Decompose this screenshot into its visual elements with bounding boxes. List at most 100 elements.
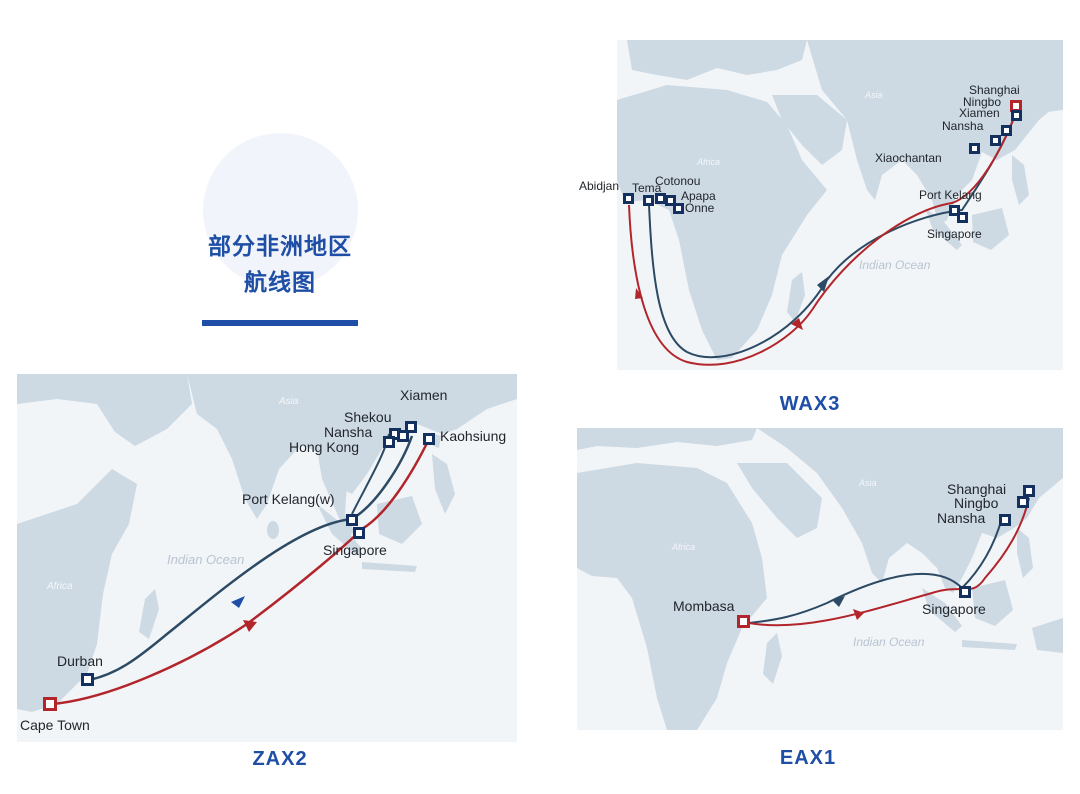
land-philippines bbox=[1012, 155, 1029, 205]
land-europe bbox=[577, 428, 757, 450]
region-label-asia: Asia bbox=[278, 396, 299, 407]
route-return bbox=[628, 109, 1018, 366]
land-japan bbox=[1042, 70, 1063, 112]
arrow-return-west bbox=[635, 288, 643, 299]
map-wax3: Asia Africa Indian Ocean Shanghai Ningbo… bbox=[577, 40, 1063, 380]
land-sumatra bbox=[922, 588, 962, 632]
port-mombasa-origin: Mombasa bbox=[673, 598, 750, 628]
svg-text:Nansha: Nansha bbox=[942, 119, 984, 133]
land-asia bbox=[757, 428, 1063, 593]
port-hong-kong: Hong Kong bbox=[289, 436, 395, 455]
svg-text:Nansha: Nansha bbox=[324, 424, 372, 440]
port-xiaochantan: Xiaochantan bbox=[875, 143, 980, 165]
svg-text:Singapore: Singapore bbox=[927, 227, 982, 241]
land-indochina bbox=[317, 449, 355, 536]
land-asia bbox=[807, 40, 1063, 225]
region-label-asia: Asia bbox=[864, 90, 883, 100]
title-underline bbox=[202, 320, 358, 326]
map-eax1: Asia Africa Indian Ocean Shanghai Ningbo… bbox=[577, 428, 1063, 730]
land-africa bbox=[577, 463, 767, 730]
arrow-outbound bbox=[231, 596, 245, 608]
svg-text:Cotonou: Cotonou bbox=[655, 174, 700, 188]
map-zax2-svg: Asia Africa Indian Ocean Xiamen Shekou N… bbox=[17, 374, 517, 742]
arrow-return bbox=[791, 318, 803, 330]
map-wax3-svg: Asia Africa Indian Ocean Shanghai Ningbo… bbox=[577, 40, 1063, 380]
port-nansha: Nansha bbox=[942, 119, 1001, 146]
region-label-ocean: Indian Ocean bbox=[167, 552, 244, 567]
land-arabia bbox=[737, 463, 822, 538]
land-asia bbox=[187, 374, 517, 519]
page-title-line2: 航线图 bbox=[244, 269, 316, 295]
svg-text:Apapa: Apapa bbox=[681, 189, 716, 203]
land-africa bbox=[17, 469, 137, 712]
land-borneo bbox=[972, 208, 1009, 250]
port-xiamen: Xiamen bbox=[959, 106, 1012, 136]
port-abidjan: Abidjan bbox=[579, 179, 634, 204]
route-outbound bbox=[88, 435, 414, 682]
map-zax2: Asia Africa Indian Ocean Xiamen Shekou N… bbox=[17, 374, 517, 742]
svg-text:Onne: Onne bbox=[685, 201, 715, 215]
region-label-africa: Africa bbox=[696, 157, 720, 167]
route-label-eax1: EAX1 bbox=[779, 747, 837, 769]
svg-text:Mombasa: Mombasa bbox=[673, 598, 735, 614]
page-title: 部分非洲地区 航线图 bbox=[180, 228, 380, 300]
port-singapore: Singapore bbox=[323, 527, 387, 558]
svg-text:Singapore: Singapore bbox=[922, 601, 986, 617]
land-arabia bbox=[772, 95, 847, 165]
land-sumatra bbox=[925, 208, 962, 250]
port-apapa: Apapa bbox=[665, 189, 716, 206]
port-ningbo: Ningbo bbox=[963, 95, 1022, 121]
svg-text:Nansha: Nansha bbox=[937, 510, 985, 526]
arrow-return bbox=[853, 609, 864, 620]
region-label-africa: Africa bbox=[671, 542, 695, 552]
land-madagascar bbox=[139, 589, 159, 639]
title-background-circle bbox=[203, 133, 358, 288]
route-label-wax3: WAX3 bbox=[779, 393, 841, 415]
port-singapore: Singapore bbox=[922, 586, 986, 617]
land-africa bbox=[617, 85, 827, 360]
route-label-zax2: ZAX2 bbox=[252, 748, 308, 770]
route-return bbox=[51, 438, 431, 706]
svg-text:Port Kelang: Port Kelang bbox=[919, 188, 982, 202]
svg-text:Cape Town: Cape Town bbox=[20, 717, 90, 733]
land-sumatra bbox=[317, 504, 362, 556]
port-singapore: Singapore bbox=[927, 212, 982, 241]
land-arabia bbox=[17, 374, 192, 446]
region-label-ocean: Indian Ocean bbox=[859, 258, 931, 272]
arrow-return bbox=[243, 620, 257, 632]
svg-text:Tema: Tema bbox=[632, 181, 662, 195]
land-borneo bbox=[377, 496, 422, 544]
svg-text:Hong Kong: Hong Kong bbox=[289, 439, 359, 455]
land-java bbox=[362, 562, 417, 572]
svg-text:Xiaochantan: Xiaochantan bbox=[875, 151, 942, 165]
svg-text:Xiamen: Xiamen bbox=[400, 387, 447, 403]
land-madagascar bbox=[787, 272, 805, 322]
arrow-outbound bbox=[832, 596, 845, 607]
svg-text:Singapore: Singapore bbox=[323, 542, 387, 558]
port-port-kelang: Port Kelang bbox=[919, 188, 982, 216]
route-outbound bbox=[748, 517, 1003, 624]
land-borneo bbox=[972, 580, 1013, 626]
region-label-asia: Asia bbox=[858, 478, 877, 488]
port-shanghai: Shanghai bbox=[947, 481, 1035, 497]
svg-text:Shekou: Shekou bbox=[344, 409, 391, 425]
region-label-africa: Africa bbox=[46, 581, 73, 592]
svg-text:Shanghai: Shanghai bbox=[947, 481, 1006, 497]
land-madagascar bbox=[763, 633, 782, 684]
map-eax1-svg: Asia Africa Indian Ocean Shanghai Ningbo… bbox=[577, 428, 1063, 730]
port-nansha: Nansha bbox=[937, 510, 1011, 526]
land-philippines bbox=[1017, 528, 1033, 578]
port-ningbo: Ningbo bbox=[954, 495, 1029, 511]
svg-text:Durban: Durban bbox=[57, 653, 103, 669]
port-port-kelang: Port Kelang(w) bbox=[242, 491, 358, 526]
svg-text:Xiamen: Xiamen bbox=[959, 106, 1000, 120]
svg-text:Ningbo: Ningbo bbox=[954, 495, 999, 511]
page-title-line1: 部分非洲地区 bbox=[208, 233, 352, 259]
port-durban: Durban bbox=[57, 653, 103, 686]
port-nansha: Nansha bbox=[324, 424, 409, 442]
land-philippines bbox=[432, 454, 455, 514]
port-onne: Onne bbox=[673, 201, 715, 215]
port-shanghai-origin: Shanghai bbox=[969, 83, 1022, 112]
svg-text:Port Kelang(w): Port Kelang(w) bbox=[242, 491, 335, 507]
port-kaohsiung: Kaohsiung bbox=[423, 428, 506, 445]
